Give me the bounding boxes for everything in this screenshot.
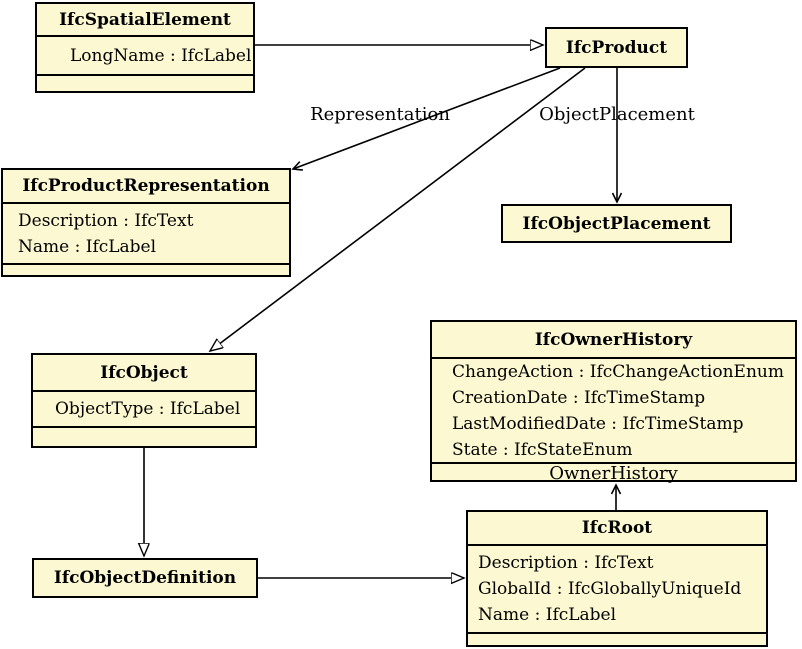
attribute-line: Description : IfcText [478, 553, 654, 573]
attribute-line: Name : IfcLabel [18, 236, 157, 257]
class-ifcobjectplacement: IfcObjectPlacement [501, 204, 732, 243]
class-title: IfcProductRepresentation [22, 176, 270, 196]
class-title: IfcSpatialElement [59, 9, 231, 30]
class-ifcproduct: IfcProduct [545, 27, 688, 68]
class-ifcspatialelement: IfcSpatialElement LongName : IfcLabel [35, 2, 255, 93]
class-title: IfcRoot [581, 518, 653, 538]
class-attributes: Description : IfcText GlobalId : IfcGlob… [468, 544, 766, 632]
class-attributes: ObjectType : IfcLabel [33, 390, 255, 426]
attribute-line: Name : IfcLabel [478, 605, 617, 625]
class-ifcobjectdefinition: IfcObjectDefinition [32, 558, 258, 598]
class-ifcobject: IfcObject ObjectType : IfcLabel [31, 353, 257, 448]
class-attributes: Description : IfcText Name : IfcLabel [3, 202, 289, 263]
class-attributes: LongName : IfcLabel [37, 35, 253, 74]
attribute-line: ChangeAction : IfcChangeActionEnum [452, 361, 784, 382]
attribute-line: LastModifiedDate : IfcTimeStamp [452, 413, 744, 434]
edge-product-to-productrepresentation-association [293, 67, 561, 169]
class-compartment-empty [33, 426, 255, 446]
attribute-line: GlobalId : IfcGloballyUniqueId [478, 579, 742, 599]
class-ifcroot: IfcRoot Description : IfcText GlobalId :… [466, 510, 768, 647]
class-title: IfcObjectPlacement [522, 213, 711, 234]
class-attributes: ChangeAction : IfcChangeActionEnum Creat… [432, 357, 795, 462]
edge-label-objectplacement: ObjectPlacement [539, 104, 695, 125]
edge-product-to-object-generalization [210, 67, 586, 351]
class-ifcownerhistory: IfcOwnerHistory ChangeAction : IfcChange… [430, 320, 797, 484]
class-compartment-empty [3, 263, 289, 275]
class-title: IfcOwnerHistory [534, 329, 693, 350]
class-compartment-empty [37, 74, 253, 91]
edge-label-representation: Representation [310, 104, 450, 125]
attribute-line: CreationDate : IfcTimeStamp [452, 387, 706, 408]
edge-label-ownerhistory: OwnerHistory [432, 462, 795, 484]
class-title: IfcObject [100, 362, 188, 383]
class-title: IfcObjectDefinition [53, 568, 237, 588]
attribute-line: ObjectType : IfcLabel [55, 399, 241, 419]
class-compartment-empty [468, 632, 766, 645]
attribute-line: LongName : IfcLabel [70, 45, 252, 66]
attribute-line: Description : IfcText [18, 210, 194, 231]
class-ifcproductrepresentation: IfcProductRepresentation Description : I… [1, 168, 291, 277]
class-title: IfcProduct [565, 37, 668, 58]
attribute-line: State : IfcStateEnum [452, 439, 633, 460]
